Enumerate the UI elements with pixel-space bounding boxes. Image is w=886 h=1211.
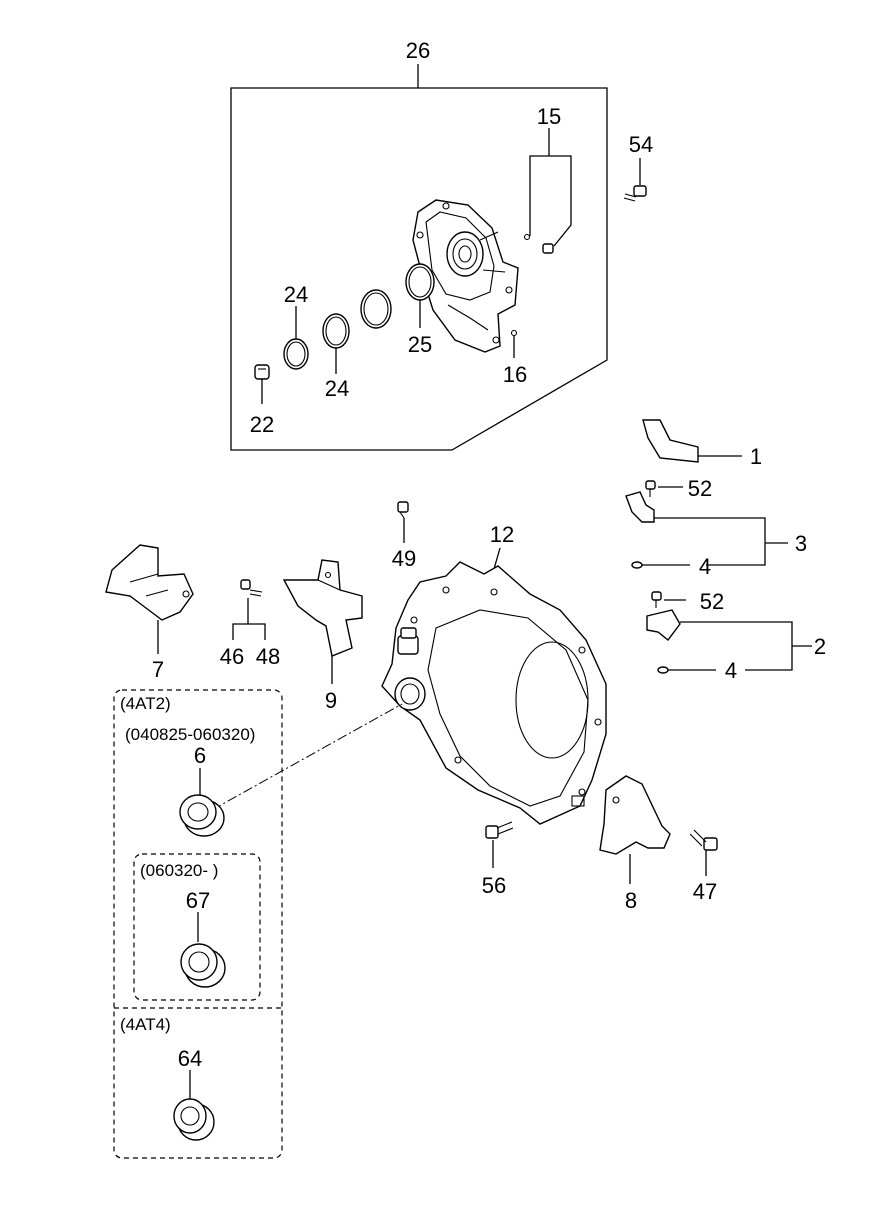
bolt-49-icon: [397, 501, 409, 543]
o-ring-24b-icon: [322, 313, 350, 349]
callout-6: 6: [194, 743, 206, 768]
group-4at2-box: [113, 689, 283, 1159]
callout-24a: 24: [284, 282, 308, 307]
callout-15: 15: [537, 104, 561, 129]
sensor-2-icon: [646, 609, 812, 674]
screw-15-icon: [542, 243, 554, 254]
callout-52a: 52: [688, 476, 712, 501]
callout-56: 56: [482, 873, 506, 898]
callout-4b: 4: [725, 658, 737, 683]
callout-8: 8: [625, 888, 637, 913]
transaxle-case-12-icon: [381, 547, 607, 825]
bracket-9-icon: [282, 559, 363, 684]
bolt-52b-icon: [651, 591, 686, 608]
callout-48: 48: [256, 644, 280, 669]
o-ring-25-icon: [405, 263, 435, 301]
callout-1: 1: [750, 444, 762, 469]
oil-seal-67-icon: [180, 912, 226, 988]
callout-2: 2: [814, 634, 826, 659]
callout-67: 67: [186, 888, 210, 913]
variant-range-a-label: (040825-060320): [125, 725, 255, 744]
pin-16-icon: [510, 329, 518, 337]
bolt-54-icon: [623, 158, 647, 202]
sensor-3-icon: [625, 491, 788, 569]
callout-26: 26: [406, 38, 430, 63]
plug-22-icon: [254, 364, 270, 380]
callout-47: 47: [693, 879, 717, 904]
callout-49: 49: [392, 546, 416, 571]
callout-24b: 24: [325, 376, 349, 401]
o-ring-24a-icon: [283, 338, 309, 370]
callout-46: 46: [220, 644, 244, 669]
callout-52b: 52: [700, 589, 724, 614]
callout-25: 25: [408, 332, 432, 357]
bracket-7-icon: [105, 544, 194, 654]
assembly-26-frame: [230, 64, 608, 451]
oil-seal-6-icon: [179, 768, 225, 837]
callout-4a: 4: [699, 554, 711, 579]
o-ring-icon: [360, 289, 392, 329]
callout-12: 12: [490, 522, 514, 547]
bracket-8-icon: [599, 775, 671, 884]
callout-15-bracket: [523, 128, 572, 247]
callout-3: 3: [795, 531, 807, 556]
callout-54: 54: [629, 132, 653, 157]
callout-7: 7: [152, 657, 164, 682]
bracket-1-icon: [642, 419, 742, 463]
oil-seal-64-icon: [173, 1070, 215, 1141]
bolt-52a-icon: [645, 480, 683, 497]
callout-16: 16: [503, 362, 527, 387]
bolt-47-icon: [689, 829, 718, 876]
variant-4at2-label: (4AT2): [120, 694, 171, 713]
variant-4at4-label: (4AT4): [120, 1015, 171, 1034]
callout-22: 22: [250, 412, 274, 437]
variant-range-b-label: (060320- ): [140, 861, 218, 880]
bolt-56-icon: [485, 821, 514, 868]
range-b-box: [133, 853, 261, 1001]
callout-9: 9: [325, 688, 337, 713]
callout-64: 64: [178, 1046, 202, 1071]
bolt-46-48-icon: [232, 579, 266, 640]
